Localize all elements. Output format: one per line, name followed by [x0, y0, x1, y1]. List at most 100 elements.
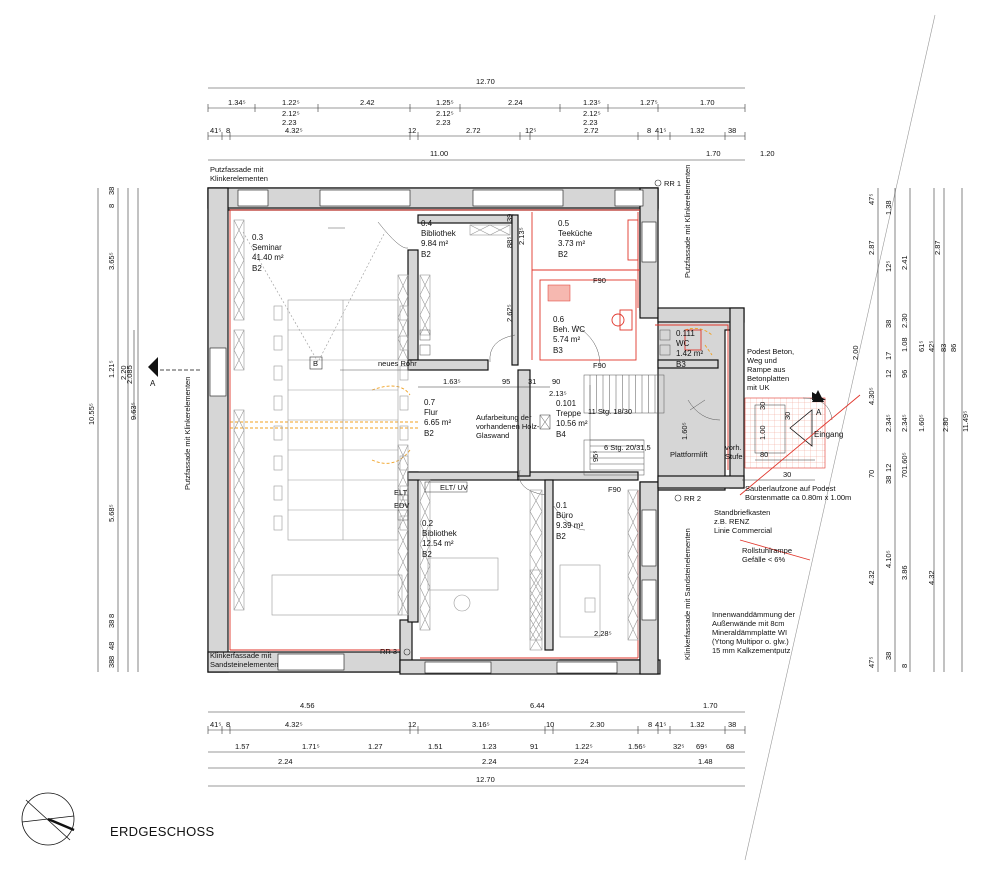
dim-bot-2-4: 3.16⁵ — [472, 720, 490, 729]
svg-text:30: 30 — [758, 402, 767, 410]
svg-text:0.111: 0.111 — [676, 329, 695, 338]
dim-right-18: 2.34⁵ — [900, 414, 909, 432]
svg-text:Aufarbeitung der: Aufarbeitung der — [476, 413, 532, 422]
svg-text:Teeküche: Teeküche — [558, 229, 593, 238]
north-arrow — [21, 792, 75, 846]
svg-text:2.085: 2.085 — [125, 365, 134, 384]
dim-right-14: 96 — [900, 370, 909, 378]
svg-text:Beh. WC: Beh. WC — [553, 325, 585, 334]
svg-text:neues Rohr: neues Rohr — [378, 359, 417, 368]
svg-text:2.28⁵: 2.28⁵ — [594, 629, 612, 638]
fire-zone-lines — [230, 327, 713, 464]
dim-bot-2-8: 41⁵ — [655, 720, 666, 729]
svg-text:1.42 m²: 1.42 m² — [676, 349, 703, 358]
svg-text:41.40 m²: 41.40 m² — [252, 253, 284, 262]
dim-top-1-5: 1.23⁵ — [583, 98, 601, 107]
svg-text:Sauberlaufzone auf Podest: Sauberlaufzone auf Podest — [745, 484, 836, 493]
svg-text:38: 38 — [107, 660, 116, 668]
svg-text:11 Stg. 18/30: 11 Stg. 18/30 — [588, 407, 632, 416]
svg-text:39: 39 — [505, 214, 514, 222]
svg-text:Stufe: Stufe — [725, 452, 743, 461]
svg-text:5.68⁵: 5.68⁵ — [107, 504, 116, 522]
dim-right-27: 70 — [900, 470, 909, 478]
dim-top-sub-3: 2.23 — [436, 118, 451, 127]
svg-text:48: 48 — [107, 642, 116, 650]
dim-top-1-3: 1.25⁵ — [436, 98, 454, 107]
svg-text:11.00: 11.00 — [430, 149, 448, 158]
dim-top-2-2: 4.32⁵ — [285, 126, 303, 135]
room-bibliothek-south: 0.2 Bibliothek 12.54 m² B2 — [422, 519, 458, 559]
svg-text:vorh.: vorh. — [725, 443, 742, 452]
dim-right-10: 42⁵ — [927, 341, 936, 352]
dim-top-sub-0: 2.12⁵ — [282, 109, 300, 118]
dim-right-17: 2.34⁵ — [884, 414, 893, 432]
svg-text:B2: B2 — [424, 429, 434, 438]
dim-right-22: 11.49⁵ — [961, 411, 970, 432]
dim-right-2: 2.87 — [867, 240, 876, 255]
svg-text:0.3: 0.3 — [252, 233, 264, 242]
dim-right-19: 1.60⁵ — [917, 414, 926, 432]
dim-top-sub-5: 2.23 — [583, 118, 598, 127]
svg-text:Linie Commercial: Linie Commercial — [714, 526, 772, 535]
svg-text:9.63⁵: 9.63⁵ — [129, 402, 138, 420]
dim-bot-2-0: 41⁵ — [210, 720, 221, 729]
svg-text:B2: B2 — [421, 250, 431, 259]
left-dimensions: 10.55⁵ 3.65⁵ 1.21⁵ 5.68⁵ 8 38 38 8 48 38… — [87, 187, 139, 672]
svg-text:1.63⁵: 1.63⁵ — [443, 377, 461, 386]
dim-top-1-2: 2.42 — [360, 98, 375, 107]
svg-text:Bibliothek: Bibliothek — [421, 229, 457, 238]
section-marker-left: A — [148, 357, 200, 388]
room-bibliothek-north: 0.4 Bibliothek 9.84 m² B2 — [421, 219, 457, 259]
dim-right-28: 4.32 — [867, 570, 876, 585]
svg-text:38: 38 — [107, 187, 116, 195]
site-boundary-line — [744, 14, 936, 861]
svg-text:1.70: 1.70 — [703, 701, 718, 710]
svg-text:Klinkerfassade mit: Klinkerfassade mit — [210, 651, 272, 660]
svg-text:mit UK: mit UK — [747, 383, 770, 392]
dim-top-2-9: 1.32 — [690, 126, 705, 135]
room-wc: 0.111 WC 1.42 m² B3 — [676, 329, 703, 369]
svg-text:8: 8 — [107, 614, 116, 618]
svg-text:9.84 m²: 9.84 m² — [421, 239, 448, 248]
svg-text:Klinkerelementen: Klinkerelementen — [210, 174, 268, 183]
dim-right-16: 4.30⁵ — [867, 387, 876, 405]
dim-right-12: 86 — [949, 344, 958, 352]
svg-text:0.2: 0.2 — [422, 519, 434, 528]
svg-text:(Ytong Multipor o. glw.): (Ytong Multipor o. glw.) — [712, 637, 789, 646]
dim-top-2-4: 2.72 — [466, 126, 481, 135]
svg-text:2.24: 2.24 — [278, 757, 293, 766]
dim-bot-2-1: 8 — [226, 720, 230, 729]
svg-text:2.24: 2.24 — [482, 757, 497, 766]
dim-bot-3-2: 1.27 — [368, 742, 383, 751]
office-furniture — [397, 219, 702, 638]
svg-text:Außenwände mit 8cm: Außenwände mit 8cm — [712, 619, 785, 628]
dim-right-31: 4.32 — [927, 570, 936, 585]
svg-text:8: 8 — [107, 204, 116, 208]
svg-text:F90: F90 — [593, 276, 606, 285]
svg-text:0.4: 0.4 — [421, 219, 433, 228]
svg-text:B2: B2 — [558, 250, 568, 259]
dim-bot-2-5: 10 — [546, 720, 554, 729]
svg-text:0.5: 0.5 — [558, 219, 570, 228]
svg-text:95: 95 — [502, 377, 510, 386]
dim-top-2-1: 8 — [226, 126, 230, 135]
svg-text:Plattformlift: Plattformlift — [670, 450, 708, 459]
svg-text:B3: B3 — [676, 360, 686, 369]
dim-bot-3-0: 1.57 — [235, 742, 250, 751]
svg-text:0.101: 0.101 — [556, 399, 577, 408]
svg-text:F90: F90 — [593, 361, 606, 370]
dim-right-25: 12 — [884, 464, 893, 472]
svg-text:Innenwanddämmung der: Innenwanddämmung der — [712, 610, 795, 619]
dim-bot-2-9: 1.32 — [690, 720, 705, 729]
stairs — [539, 374, 665, 476]
drawing-title: ERDGESCHOSS — [110, 824, 215, 839]
svg-text:31: 31 — [528, 377, 536, 386]
svg-text:z.B. RENZ: z.B. RENZ — [714, 517, 750, 526]
svg-text:1.20: 1.20 — [760, 149, 775, 158]
dim-bot-3-10: 68 — [726, 742, 734, 751]
dim-right-26: 70 — [867, 470, 876, 478]
svg-text:12.70: 12.70 — [476, 77, 495, 86]
svg-text:Weg und: Weg und — [747, 356, 777, 365]
svg-text:B3: B3 — [553, 346, 563, 355]
